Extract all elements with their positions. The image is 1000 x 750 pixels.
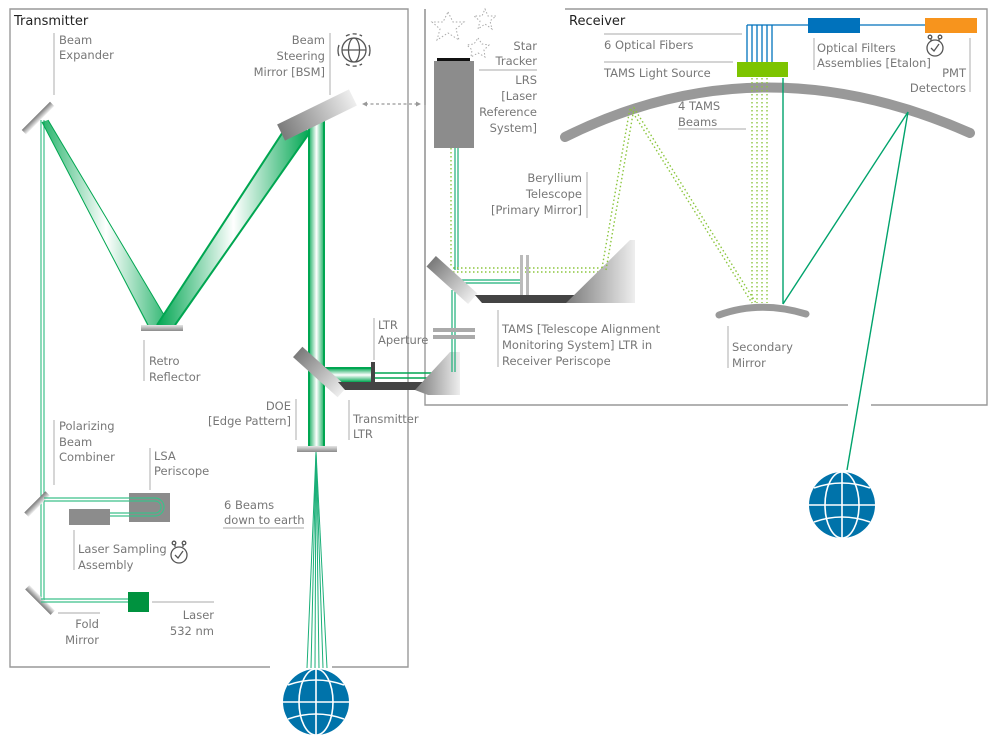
transmitter-frame <box>9 8 409 668</box>
tams-ltr-right-mirror <box>566 240 635 303</box>
beam-edge <box>174 131 311 326</box>
expanding-beam-edge-right <box>47 119 171 326</box>
lsa-loop-beam <box>44 497 165 517</box>
ltr-aperture <box>371 362 375 388</box>
tams-aperture-1 <box>520 255 523 295</box>
ltr-aperture-receiver-1 <box>433 328 475 332</box>
six-beams <box>306 451 328 669</box>
beam-to-bsm <box>157 118 310 325</box>
arrow-right-icon <box>416 101 421 107</box>
retro-reflector-mirror <box>141 325 183 331</box>
label-optical-fibers: 6 Optical Fibers <box>604 38 693 52</box>
tams-ltr-base <box>475 295 575 303</box>
expanding-beam <box>42 120 170 325</box>
ltr-right-mirror <box>415 352 460 395</box>
beam-down-to-doe <box>308 118 325 446</box>
label-tams-light-source: TAMS Light Source <box>603 66 711 80</box>
arrow-left-icon <box>362 101 367 107</box>
beam-edge <box>156 117 293 326</box>
tams-ltr-left-mirror <box>426 256 478 304</box>
tams-light-source-box <box>737 62 788 77</box>
ltr-aperture-receiver-2 <box>433 335 475 339</box>
pmt-box <box>925 18 977 33</box>
star-icon <box>430 7 498 58</box>
lsa-loop-beam-inner <box>44 500 162 514</box>
etalon-box <box>808 18 860 33</box>
earth-globe-icon <box>809 471 875 539</box>
bsm-mirror <box>277 89 357 141</box>
ltr-base <box>338 382 428 390</box>
stopwatch-icon <box>926 34 944 57</box>
earth-globe-icon <box>283 668 349 736</box>
primary-mirror <box>560 82 975 142</box>
tams-beams <box>601 78 768 304</box>
transmitter-title: Transmitter <box>13 14 89 29</box>
optical-fibers <box>746 24 925 62</box>
laser-box <box>128 592 149 612</box>
lrs-box <box>434 61 474 148</box>
beam-expander-mirror <box>21 101 55 135</box>
laser-sampling-box <box>69 509 110 525</box>
stopwatch-icon <box>170 540 188 564</box>
star-tracker-cap <box>437 58 470 62</box>
receiver-title: Receiver <box>569 14 626 29</box>
gimbal-globe-icon <box>337 33 371 67</box>
transmitter-ltr-mirror <box>293 346 347 398</box>
thin-beam-left <box>40 120 45 600</box>
doe-plate <box>297 446 337 452</box>
polarizing-mirror <box>24 491 50 517</box>
tams-aperture-2 <box>526 255 529 295</box>
label-doe: DOE[Edge Pattern] <box>208 399 291 428</box>
secondary-mirror <box>715 303 810 319</box>
science-beam <box>782 78 909 471</box>
expanding-beam-edge-left <box>41 121 149 326</box>
fold-mirror <box>25 585 55 615</box>
